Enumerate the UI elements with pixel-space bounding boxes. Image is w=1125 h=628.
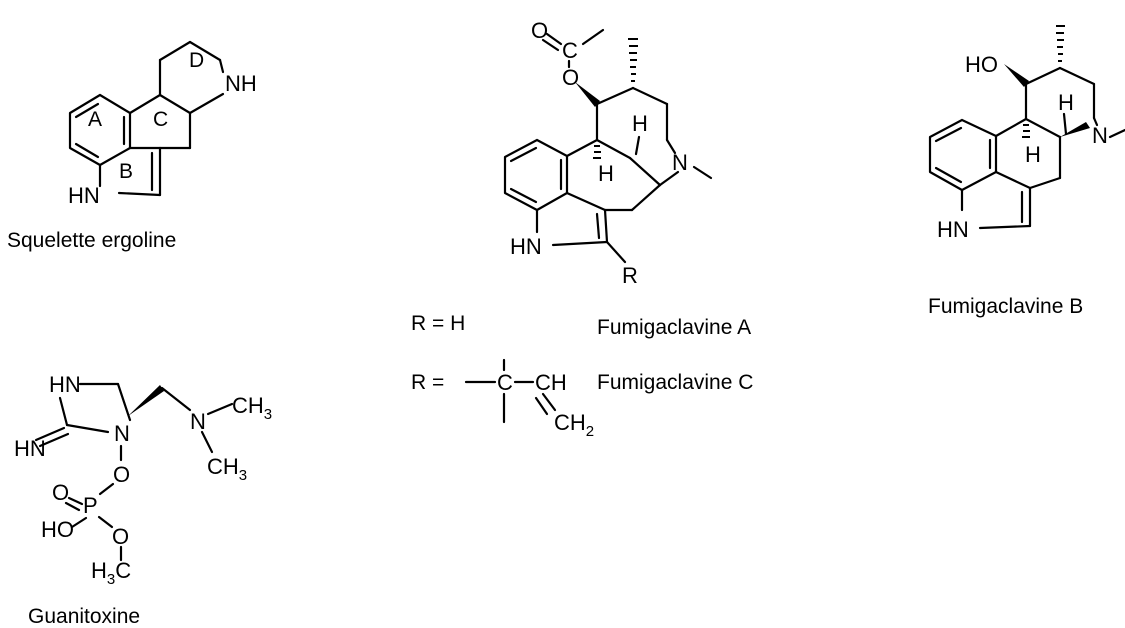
guanitoxine-structure: HN N HN N CH3 CH3 O P O HO O H3C Guanito… [14, 372, 272, 628]
gt-n-amine-label: N [190, 409, 206, 434]
ergoline-hn-label: HN [68, 183, 100, 208]
ring-label-b: B [119, 160, 133, 183]
fa-acetyl-c-label: C [562, 38, 578, 63]
ergoline-structure: NH HN A B C D Squelette ergoline [7, 40, 257, 252]
gt-ho-label: HO [41, 517, 74, 542]
fb-n-label: N [1092, 123, 1108, 148]
gt-n-ring-label: N [114, 421, 130, 446]
ring-label-a: A [88, 108, 102, 131]
r-prefix-label: R = [411, 371, 444, 394]
fa-ester-o-label: O [562, 65, 579, 90]
ring-label-d: D [189, 49, 204, 72]
gt-hn-ring-label: HN [49, 372, 81, 397]
fumigaclavine-a-structure: O C O N H [411, 18, 753, 440]
fc-c-label: C [497, 370, 513, 395]
ring-label-c: C [153, 108, 168, 131]
ergoline-nh-label: NH [225, 71, 257, 96]
r-h-label: R = H [411, 312, 465, 335]
fa-h5-label: H [632, 111, 648, 136]
gt-o2-label: O [112, 524, 129, 549]
fa-r-label: R [622, 263, 638, 288]
gt-hn-imine-label: HN [14, 436, 46, 461]
fa-h10-label: H [598, 161, 614, 186]
fc-ch2-label: CH2 [554, 410, 594, 440]
ergoline-caption: Squelette ergoline [7, 229, 176, 252]
gt-o1-label: O [113, 462, 130, 487]
gt-ch3-bottom-label: CH3 [207, 454, 247, 484]
fb-hn-label: HN [937, 217, 969, 242]
guanitoxine-caption: Guanitoxine [28, 605, 140, 628]
fb-h10-label: H [1025, 142, 1041, 167]
gt-h3c-label: H3C [91, 558, 131, 588]
fc-ch-label: CH [535, 370, 567, 395]
fumigaclavine-a-caption: Fumigaclavine A [597, 316, 751, 339]
fumigaclavine-b-caption: Fumigaclavine B [928, 295, 1083, 318]
gt-p-label: P [83, 493, 98, 518]
fb-ho-label: HO [965, 52, 998, 77]
gt-ch3-top-label: CH3 [232, 393, 272, 423]
fb-h5-label: H [1058, 90, 1074, 115]
fumigaclavine-b-structure: HO N H H [928, 25, 1125, 318]
fumigaclavine-c-caption: Fumigaclavine C [597, 371, 753, 394]
gt-o-double-label: O [52, 480, 69, 505]
fa-carbonyl-o-label: O [531, 18, 548, 43]
fa-n-label: N [672, 150, 688, 175]
fa-hn-label: HN [510, 234, 542, 259]
